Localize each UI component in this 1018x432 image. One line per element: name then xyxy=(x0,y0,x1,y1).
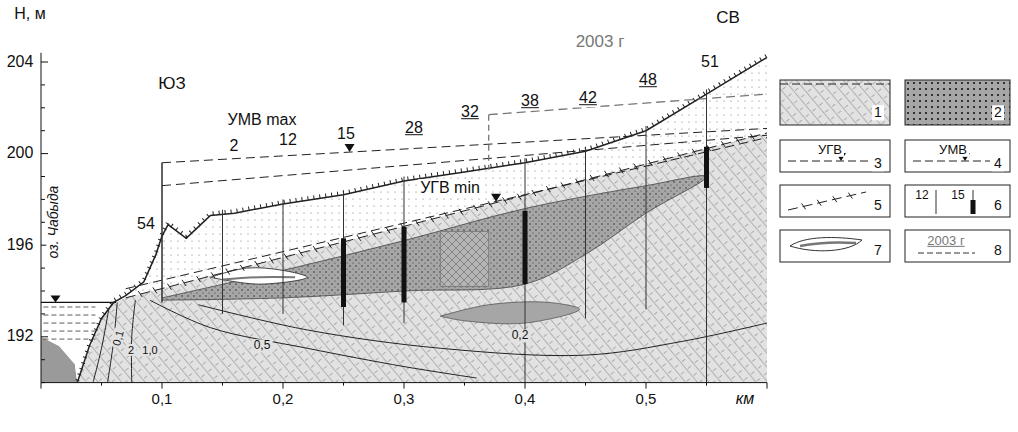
axis-value: 0,4 xyxy=(513,391,538,408)
legend-symbol-label: 15 xyxy=(949,189,966,202)
isoline-value: 0,5 xyxy=(252,339,273,352)
well xyxy=(646,126,647,309)
isoline-value: 0,2 xyxy=(510,329,531,342)
axis-value: 196 xyxy=(5,236,36,254)
axis-value: 0,3 xyxy=(392,391,417,408)
axes xyxy=(41,53,767,389)
well-number: 12 xyxy=(277,131,299,149)
isoline xyxy=(131,300,135,382)
level-label: УМВ max xyxy=(226,111,299,129)
axis-title: Н, м xyxy=(12,5,47,23)
well-number: 28 xyxy=(403,119,425,137)
axis-value: 0,2 xyxy=(271,391,296,408)
isoline-value: 1,0 xyxy=(140,344,159,356)
well-number: 2 xyxy=(228,137,241,155)
axis-value: 0,1 xyxy=(150,391,175,408)
well-number: 54 xyxy=(135,215,157,233)
isoline xyxy=(93,309,109,382)
well-number: 48 xyxy=(637,71,659,89)
year-label: 2003 г xyxy=(574,33,627,52)
legend-symbol-label: 2003 г xyxy=(925,234,966,248)
well xyxy=(222,210,223,314)
legend-number: 4 xyxy=(992,156,1004,171)
legend-symbol-label: УГВ xyxy=(816,143,844,157)
level-label: УГВ min xyxy=(418,179,482,197)
legend-number: 8 xyxy=(992,243,1004,258)
well xyxy=(585,147,586,319)
axis-value: 0,5 xyxy=(634,391,659,408)
legend-symbol-label: УМВ xyxy=(937,143,969,157)
well-number: 32 xyxy=(459,103,481,121)
legend-number: 6 xyxy=(992,198,1004,213)
isoline xyxy=(198,305,767,356)
legend-number: 7 xyxy=(872,243,884,258)
axis-unit: км xyxy=(734,390,757,408)
isoline-value: 2 xyxy=(126,344,136,356)
clay-layer xyxy=(77,133,767,383)
well xyxy=(283,199,284,314)
legend-number: 3 xyxy=(872,156,884,171)
direction: СВ xyxy=(714,9,742,28)
axis-value: 192 xyxy=(5,327,36,345)
legend-number: 5 xyxy=(872,198,884,213)
well-number: 38 xyxy=(519,92,541,110)
legend-symbol-label: 12 xyxy=(913,189,930,202)
axis-value: 200 xyxy=(5,144,36,162)
well-number: 42 xyxy=(577,89,599,107)
axis-value: 204 xyxy=(5,53,36,71)
well xyxy=(162,163,163,303)
section xyxy=(41,55,767,382)
legend-number: 2 xyxy=(992,105,1004,120)
well xyxy=(706,89,707,382)
well-number: 51 xyxy=(699,53,721,71)
isoline xyxy=(150,300,477,378)
direction: ЮЗ xyxy=(156,75,187,94)
legend-number: 1 xyxy=(872,105,884,120)
aquifer-layer xyxy=(162,176,707,301)
well-number: 15 xyxy=(335,125,357,143)
lens xyxy=(440,302,579,324)
lake xyxy=(41,302,114,382)
lake-name: оз. Чабыда xyxy=(46,184,61,261)
